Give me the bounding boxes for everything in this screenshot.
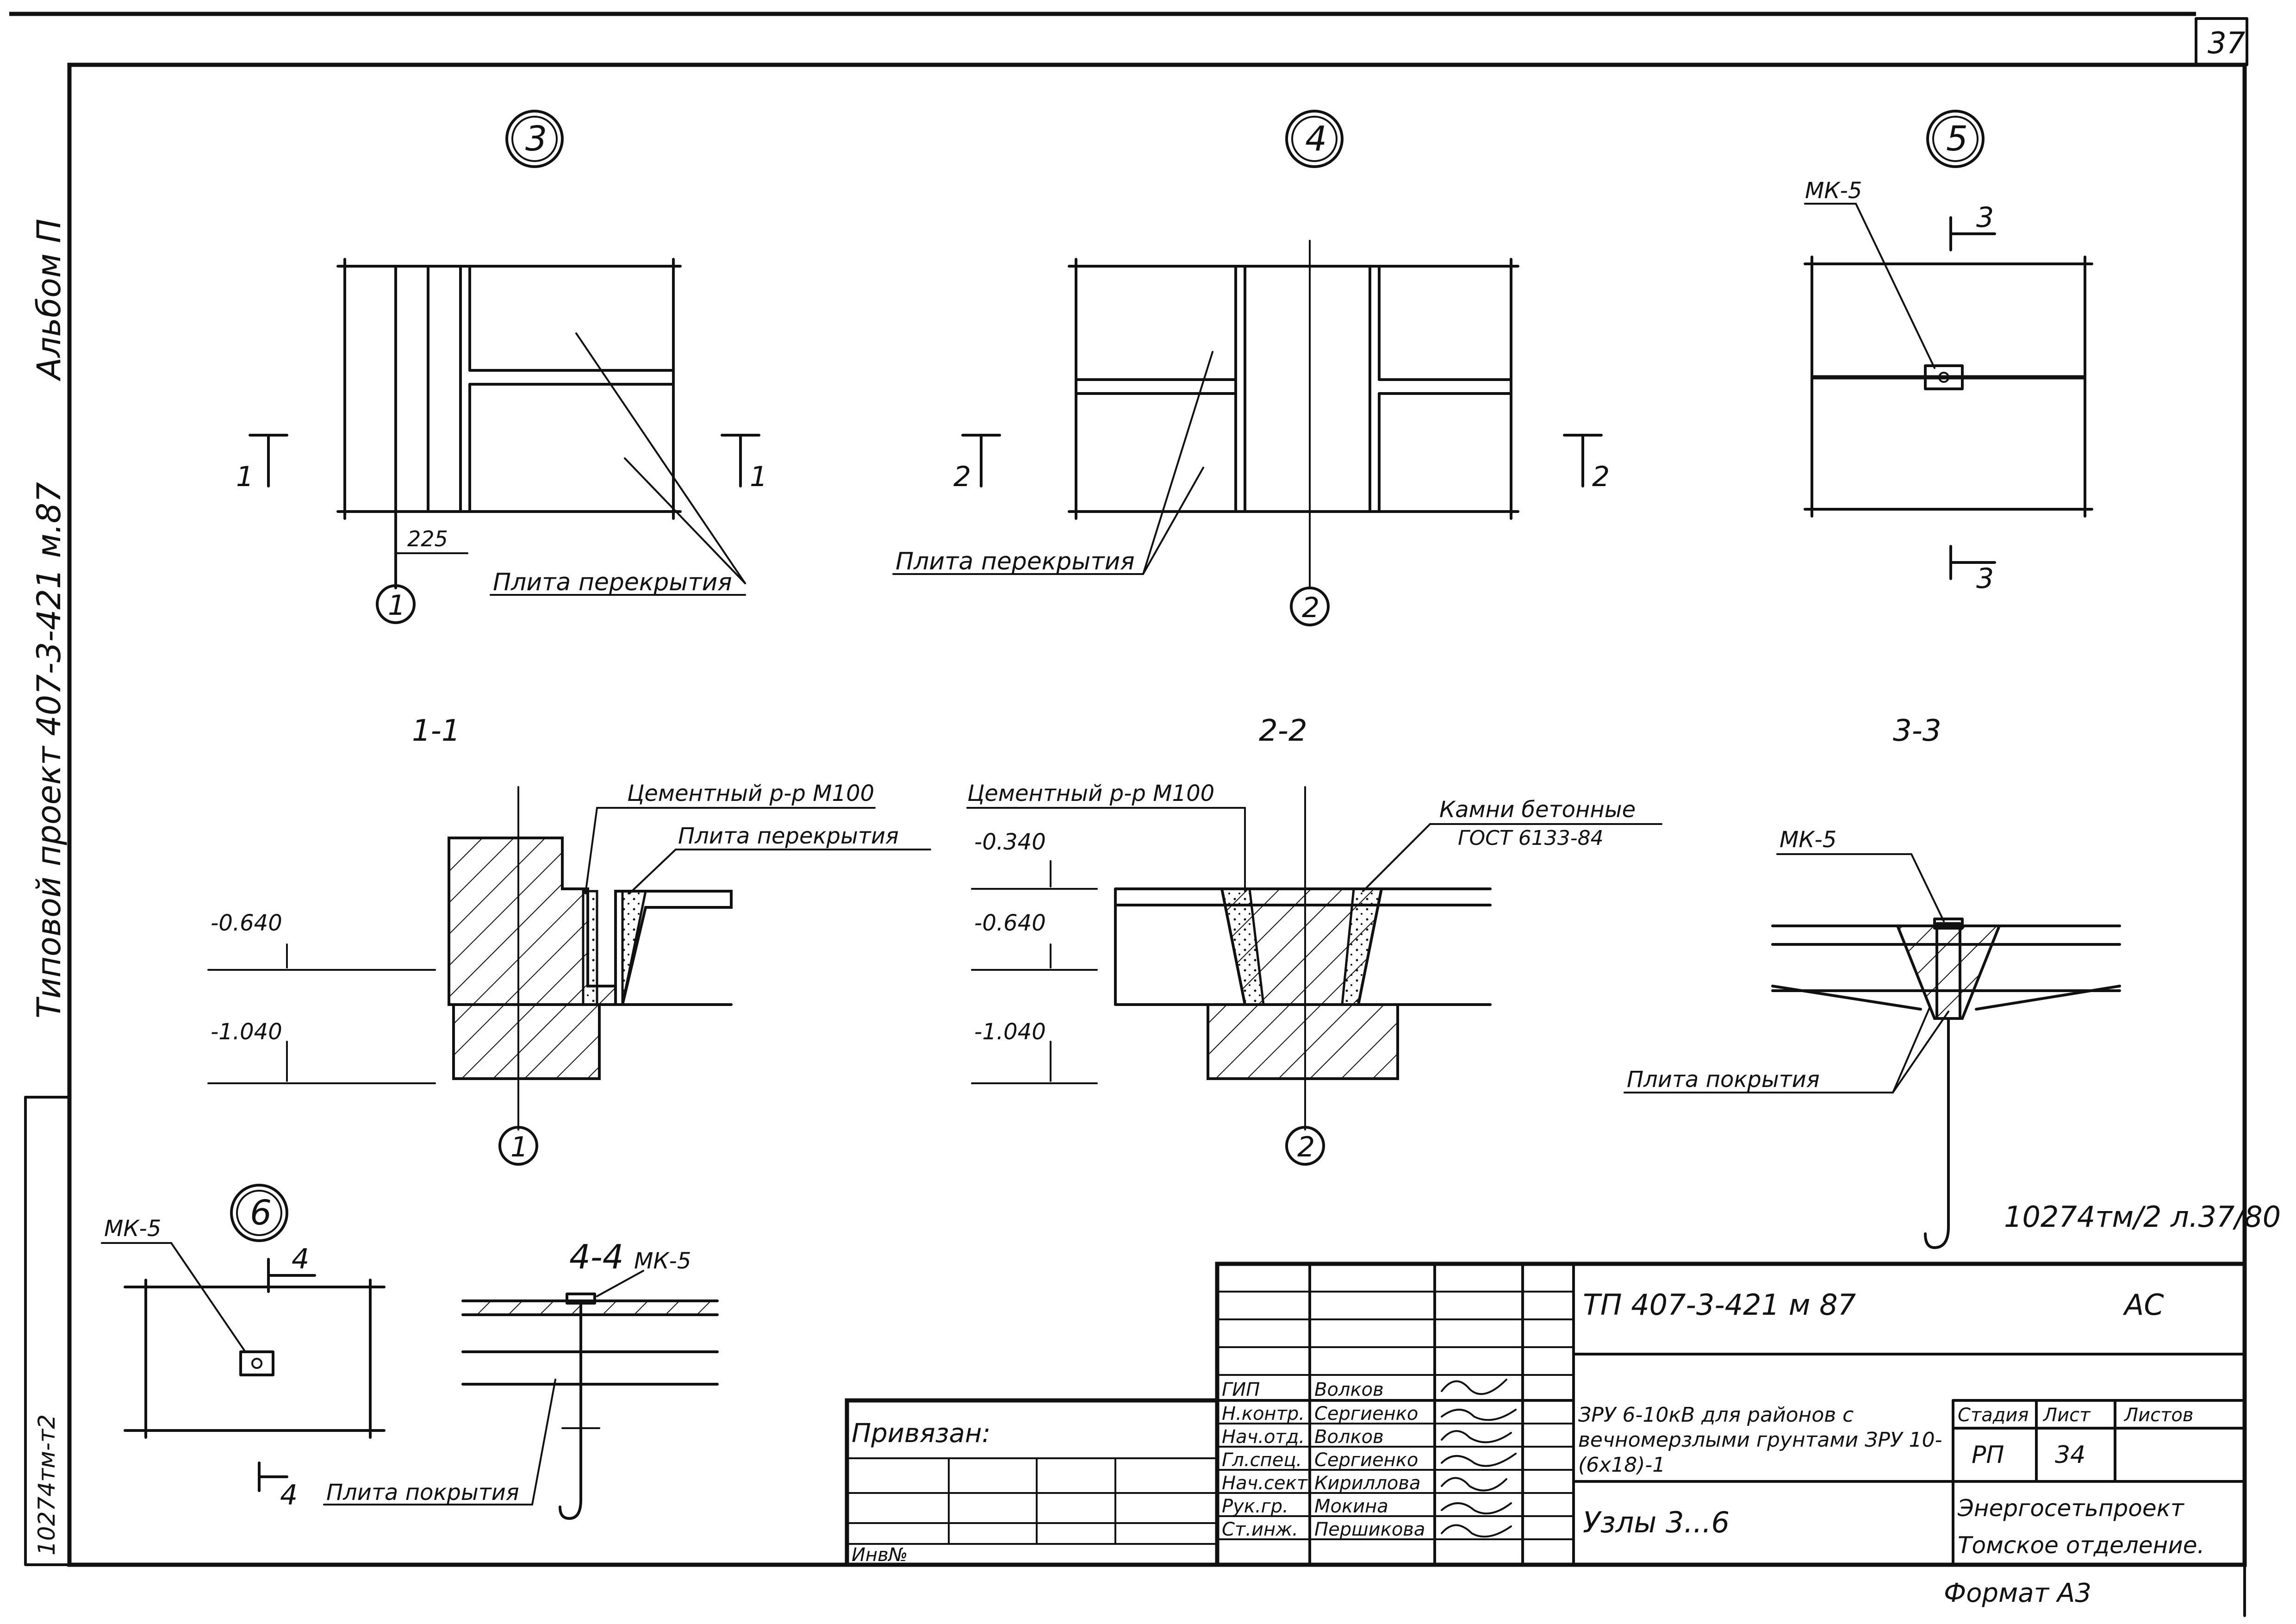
node-3-axis: 1 — [388, 589, 405, 622]
name-4: Кириллова — [1314, 1473, 1420, 1494]
album-title: Альбом П — [30, 219, 68, 381]
organization-branch: Томское отделение. — [1958, 1532, 2204, 1559]
section-1-1-level-a: -0.640 — [211, 910, 282, 936]
node-4-axis: 2 — [1302, 592, 1319, 624]
drawing-mark: АС — [2122, 1288, 2164, 1322]
section-3-3: 3-3 МК-5 Плита покрытия — [1624, 714, 2121, 1249]
bound-label: Привязан: — [852, 1418, 990, 1449]
node-5-mk-label: МК-5 — [1805, 178, 1862, 204]
section-1-1-axis: 1 — [510, 1131, 528, 1163]
inv-no-label: Инв№ — [852, 1544, 908, 1566]
section-1-1: 1-1 1 Цементный р-р М100 Плита перекрыти… — [207, 714, 931, 1166]
section-2-2-mortar-label: Цементный р-р М100 — [967, 781, 1214, 806]
title-block — [845, 1262, 2247, 1567]
node-4-cut-right: 2 — [1592, 461, 1610, 493]
node-3-slab-label: Плита перекрытия — [493, 568, 732, 596]
section-3-3-title: 3-3 — [1893, 714, 1941, 748]
project-code: ТП 407-3-421 м 87 — [1583, 1288, 1856, 1322]
node-6-cut-bottom: 4 — [280, 1479, 298, 1512]
section-1-1-level-b: -1.040 — [211, 1019, 282, 1045]
node-5-number: 5 — [1946, 119, 1968, 159]
section-3-3-slab-label: Плита покрытия — [1627, 1067, 1820, 1093]
name-2: Волков — [1314, 1426, 1384, 1448]
section-1-1-slab-label: Плита перекрытия — [678, 823, 899, 849]
section-4-4: 4-4 МК-5 — [461, 1237, 719, 1520]
stage-header: Стадия — [1958, 1405, 2028, 1426]
section-2-2-axis: 2 — [1297, 1131, 1315, 1163]
node-6-slab-label: Плита покрытия — [326, 1480, 519, 1505]
section-2-2: 2-2 2 Цементный р-р М100 Камни бетонные … — [966, 714, 1662, 1166]
sheet-header: Лист — [2042, 1405, 2091, 1426]
stage-value: РП — [1972, 1441, 2004, 1469]
role-5: Рук.гр. — [1222, 1496, 1288, 1517]
node-4-number: 4 — [1305, 119, 1327, 159]
sheets-header: Листов — [2123, 1405, 2193, 1426]
sheet-frame — [9, 12, 2248, 1617]
node-3-dim: 225 — [407, 526, 448, 551]
project-description-box: ЗРУ 6-10кВ для районов с вечномерзлыми г… — [1578, 1403, 1942, 1477]
node-4-slab-label: Плита перекрытия — [896, 548, 1135, 575]
node-3-cut-left: 1 — [236, 461, 254, 493]
node-3-number: 3 — [525, 119, 547, 159]
name-0: Волков — [1314, 1379, 1384, 1400]
section-2-2-level-a: -0.340 — [974, 829, 1046, 855]
section-4-4-mk-label: МК-5 — [634, 1248, 691, 1274]
node-6-plan: 6 МК-5 4 4 Плита покрытия — [101, 1184, 533, 1512]
sheet-title: Узлы 3...6 — [1583, 1505, 1730, 1539]
node-4-cut-left: 2 — [953, 461, 971, 493]
node-5-cut-bottom: 3 — [1976, 562, 1994, 595]
section-2-2-stones-label: Камни бетонные — [1439, 797, 1636, 823]
section-4-4-title: 4-4 — [569, 1237, 624, 1276]
section-2-2-level-b: -0.640 — [974, 910, 1046, 936]
node-5-cut-top: 3 — [1976, 201, 1994, 234]
section-3-3-mk-label: МК-5 — [1780, 827, 1836, 853]
name-1: Сергиенко — [1314, 1403, 1418, 1424]
signatures — [1441, 1379, 1517, 1538]
copy-mark: 10274тм/2 л.37/80 — [2004, 1200, 2281, 1234]
name-3: Сергиенко — [1314, 1449, 1418, 1471]
section-1-1-mortar-label: Цементный р-р М100 — [627, 781, 874, 806]
project-side-label: Типовой проект 407-3-421 м.87 — [30, 482, 68, 1018]
page-number: 37 — [2208, 26, 2246, 61]
role-6: Ст.инж. — [1222, 1519, 1298, 1540]
section-2-2-title: 2-2 — [1259, 714, 1307, 748]
sheet-format: Формат А3 — [1944, 1578, 2091, 1608]
section-2-2-gost-label: ГОСТ 6133-84 — [1458, 826, 1604, 850]
node-4-plan: 4 2 Плита перекрытия 2 2 — [892, 110, 1610, 626]
role-3: Гл.спец. — [1222, 1449, 1302, 1471]
organization-name: Энергосетьпроект — [1957, 1495, 2185, 1522]
project-description: ЗРУ 6-10кВ для районов с вечномерзлыми г… — [1578, 1403, 1942, 1477]
node-6-mk-label: МК-5 — [104, 1216, 161, 1242]
name-5: Мокина — [1314, 1496, 1388, 1517]
node-6-cut-top: 4 — [292, 1243, 309, 1275]
role-4: Нач.сект. — [1222, 1473, 1313, 1494]
node-3-cut-right: 1 — [750, 461, 767, 493]
inv-stamp: 10274тм-т2 — [33, 1414, 60, 1555]
role-1: Н.контр. — [1222, 1403, 1305, 1424]
name-6: Першикова — [1314, 1519, 1425, 1540]
node-6-number: 6 — [250, 1193, 272, 1233]
section-1-1-title: 1-1 — [412, 714, 460, 748]
section-2-2-level-c: -1.040 — [974, 1019, 1046, 1045]
node-5-plan: 5 МК-5 3 3 — [1804, 110, 2093, 595]
sheet-number-value: 34 — [2055, 1441, 2085, 1469]
role-0: ГИП — [1222, 1379, 1260, 1400]
node-3-plan: 3 1 225 Плита перекрытия 1 1 — [236, 110, 767, 624]
role-2: Нач.отд. — [1222, 1426, 1305, 1448]
